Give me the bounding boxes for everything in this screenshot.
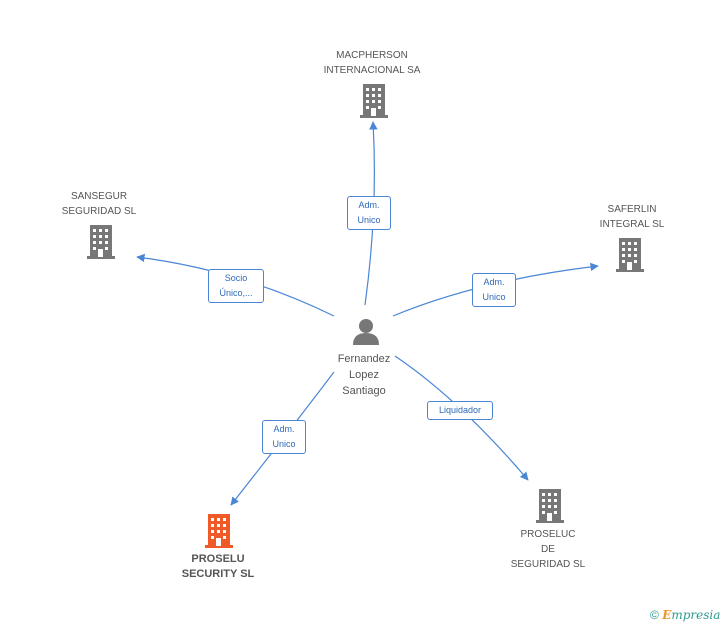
node-label-line: SANSEGUR: [70, 191, 128, 202]
edge-label-proseluc[interactable]: Liquidador: [427, 401, 493, 420]
edge-label-line: Adm.: [273, 424, 295, 434]
edge-label-line: Socio: [224, 273, 248, 283]
node-label-line: SECURITY SL: [181, 568, 255, 580]
node-label-macpherson[interactable]: MACPHERSON INTERNACIONAL SA: [292, 48, 452, 78]
edge-label-proselu[interactable]: Adm. Unico: [262, 420, 306, 454]
edge-label-line: Unico: [272, 439, 296, 449]
edge-label-line: Liquidador: [438, 405, 482, 415]
edge-label-sansegur[interactable]: Socio Único,...: [208, 269, 264, 303]
node-label-line: SAFERLIN: [607, 204, 657, 215]
edge-label-macpherson[interactable]: Adm. Unico: [347, 196, 391, 230]
node-label-line: Fernandez: [337, 353, 391, 365]
node-label-proselu[interactable]: PROSELU SECURITY SL: [138, 552, 298, 582]
edge-label-line: Adm.: [358, 200, 380, 210]
node-label-center-person[interactable]: Fernandez Lopez Santiago: [284, 351, 444, 399]
edge-label-line: Único,...: [219, 288, 253, 298]
building-icon-sansegur[interactable]: [87, 225, 115, 259]
node-label-line: PROSELUC: [520, 529, 576, 540]
node-label-line: SEGURIDAD SL: [61, 206, 137, 217]
node-label-line: PROSELU: [191, 553, 245, 565]
edge-label-line: Unico: [357, 215, 381, 225]
brand-name: mpresia: [671, 608, 721, 622]
node-label-line: Lopez: [349, 369, 379, 381]
brand-initial: E: [662, 608, 672, 622]
node-label-line: Santiago: [342, 385, 386, 397]
node-label-proseluc[interactable]: PROSELUC DE SEGURIDAD SL: [468, 527, 628, 572]
node-label-line: MACPHERSON: [336, 50, 408, 61]
person-icon[interactable]: [353, 319, 379, 345]
node-label-line: SEGURIDAD SL: [510, 559, 586, 570]
copyright-symbol: ©: [650, 608, 659, 622]
node-label-line: DE: [541, 544, 555, 555]
building-icon-proselu[interactable]: [205, 514, 233, 548]
edge-label-line: Adm.: [483, 277, 505, 287]
edge-label-line: Unico: [482, 292, 506, 302]
building-icon-macpherson[interactable]: [360, 84, 388, 118]
building-icon-proseluc[interactable]: [536, 489, 564, 523]
node-label-line: INTERNACIONAL SA: [323, 65, 421, 76]
edge-label-saferlin[interactable]: Adm. Unico: [472, 273, 516, 307]
building-icon-saferlin[interactable]: [616, 238, 644, 272]
empresia-watermark: © Empresia: [650, 608, 720, 622]
node-label-sansegur[interactable]: SANSEGUR SEGURIDAD SL: [19, 189, 179, 219]
node-label-saferlin[interactable]: SAFERLIN INTEGRAL SL: [552, 202, 712, 232]
node-label-line: INTEGRAL SL: [599, 219, 665, 230]
